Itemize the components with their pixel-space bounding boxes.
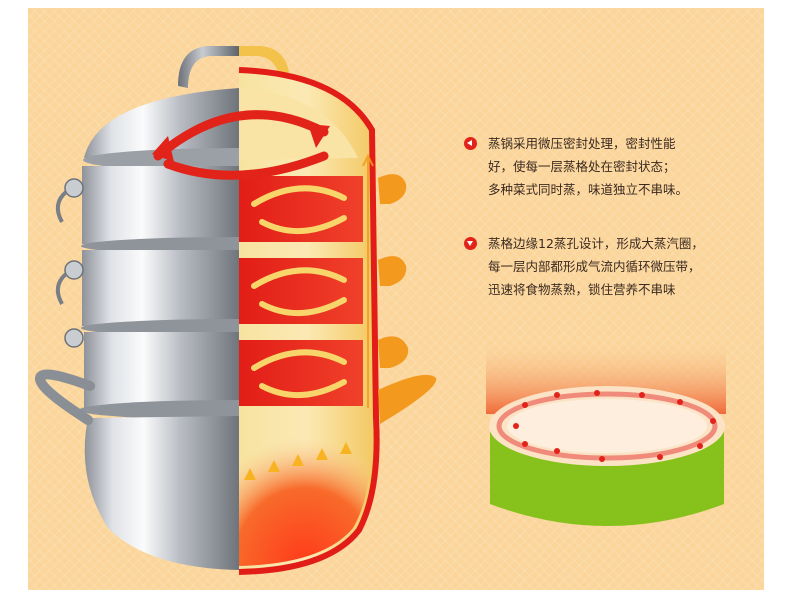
steamer-illustration bbox=[35, 46, 726, 575]
caret-down-icon bbox=[464, 237, 477, 250]
steel-steamer-exterior bbox=[35, 46, 239, 570]
steam-hole-ring-diagram bbox=[486, 338, 726, 526]
feature-steam-holes: 蒸格边缘12蒸孔设计，形成大蒸汽圈， 每一层内部都形成气流内循环微压带， 迅速将… bbox=[464, 232, 754, 301]
steam-rising-arrows bbox=[244, 442, 352, 550]
feature-seal-line-1: 蒸锅采用微压密封处理，密封性能 bbox=[488, 136, 676, 151]
feature-seal: 蒸锅采用微压密封处理，密封性能 好，使每一层蒸格处在密封状态； 多种菜式同时蒸，… bbox=[464, 132, 754, 201]
steam-hole-dots bbox=[513, 390, 716, 462]
feature-steam-line-3: 迅速将食物蒸熟，锁住营养不串味 bbox=[488, 282, 676, 297]
feature-seal-line-3: 多种菜式同时蒸，味道独立不串味。 bbox=[488, 182, 689, 197]
steam-circulation-arrows bbox=[153, 110, 329, 180]
caret-left-icon bbox=[464, 137, 477, 150]
product-panel bbox=[28, 8, 764, 590]
feature-seal-line-2: 好，使每一层蒸格处在密封状态； bbox=[488, 159, 676, 174]
feature-steam-line-2: 每一层内部都形成气流内循环微压带， bbox=[488, 259, 701, 274]
feature-steam-line-1: 蒸格边缘12蒸孔设计，形成大蒸汽圈， bbox=[488, 236, 704, 251]
